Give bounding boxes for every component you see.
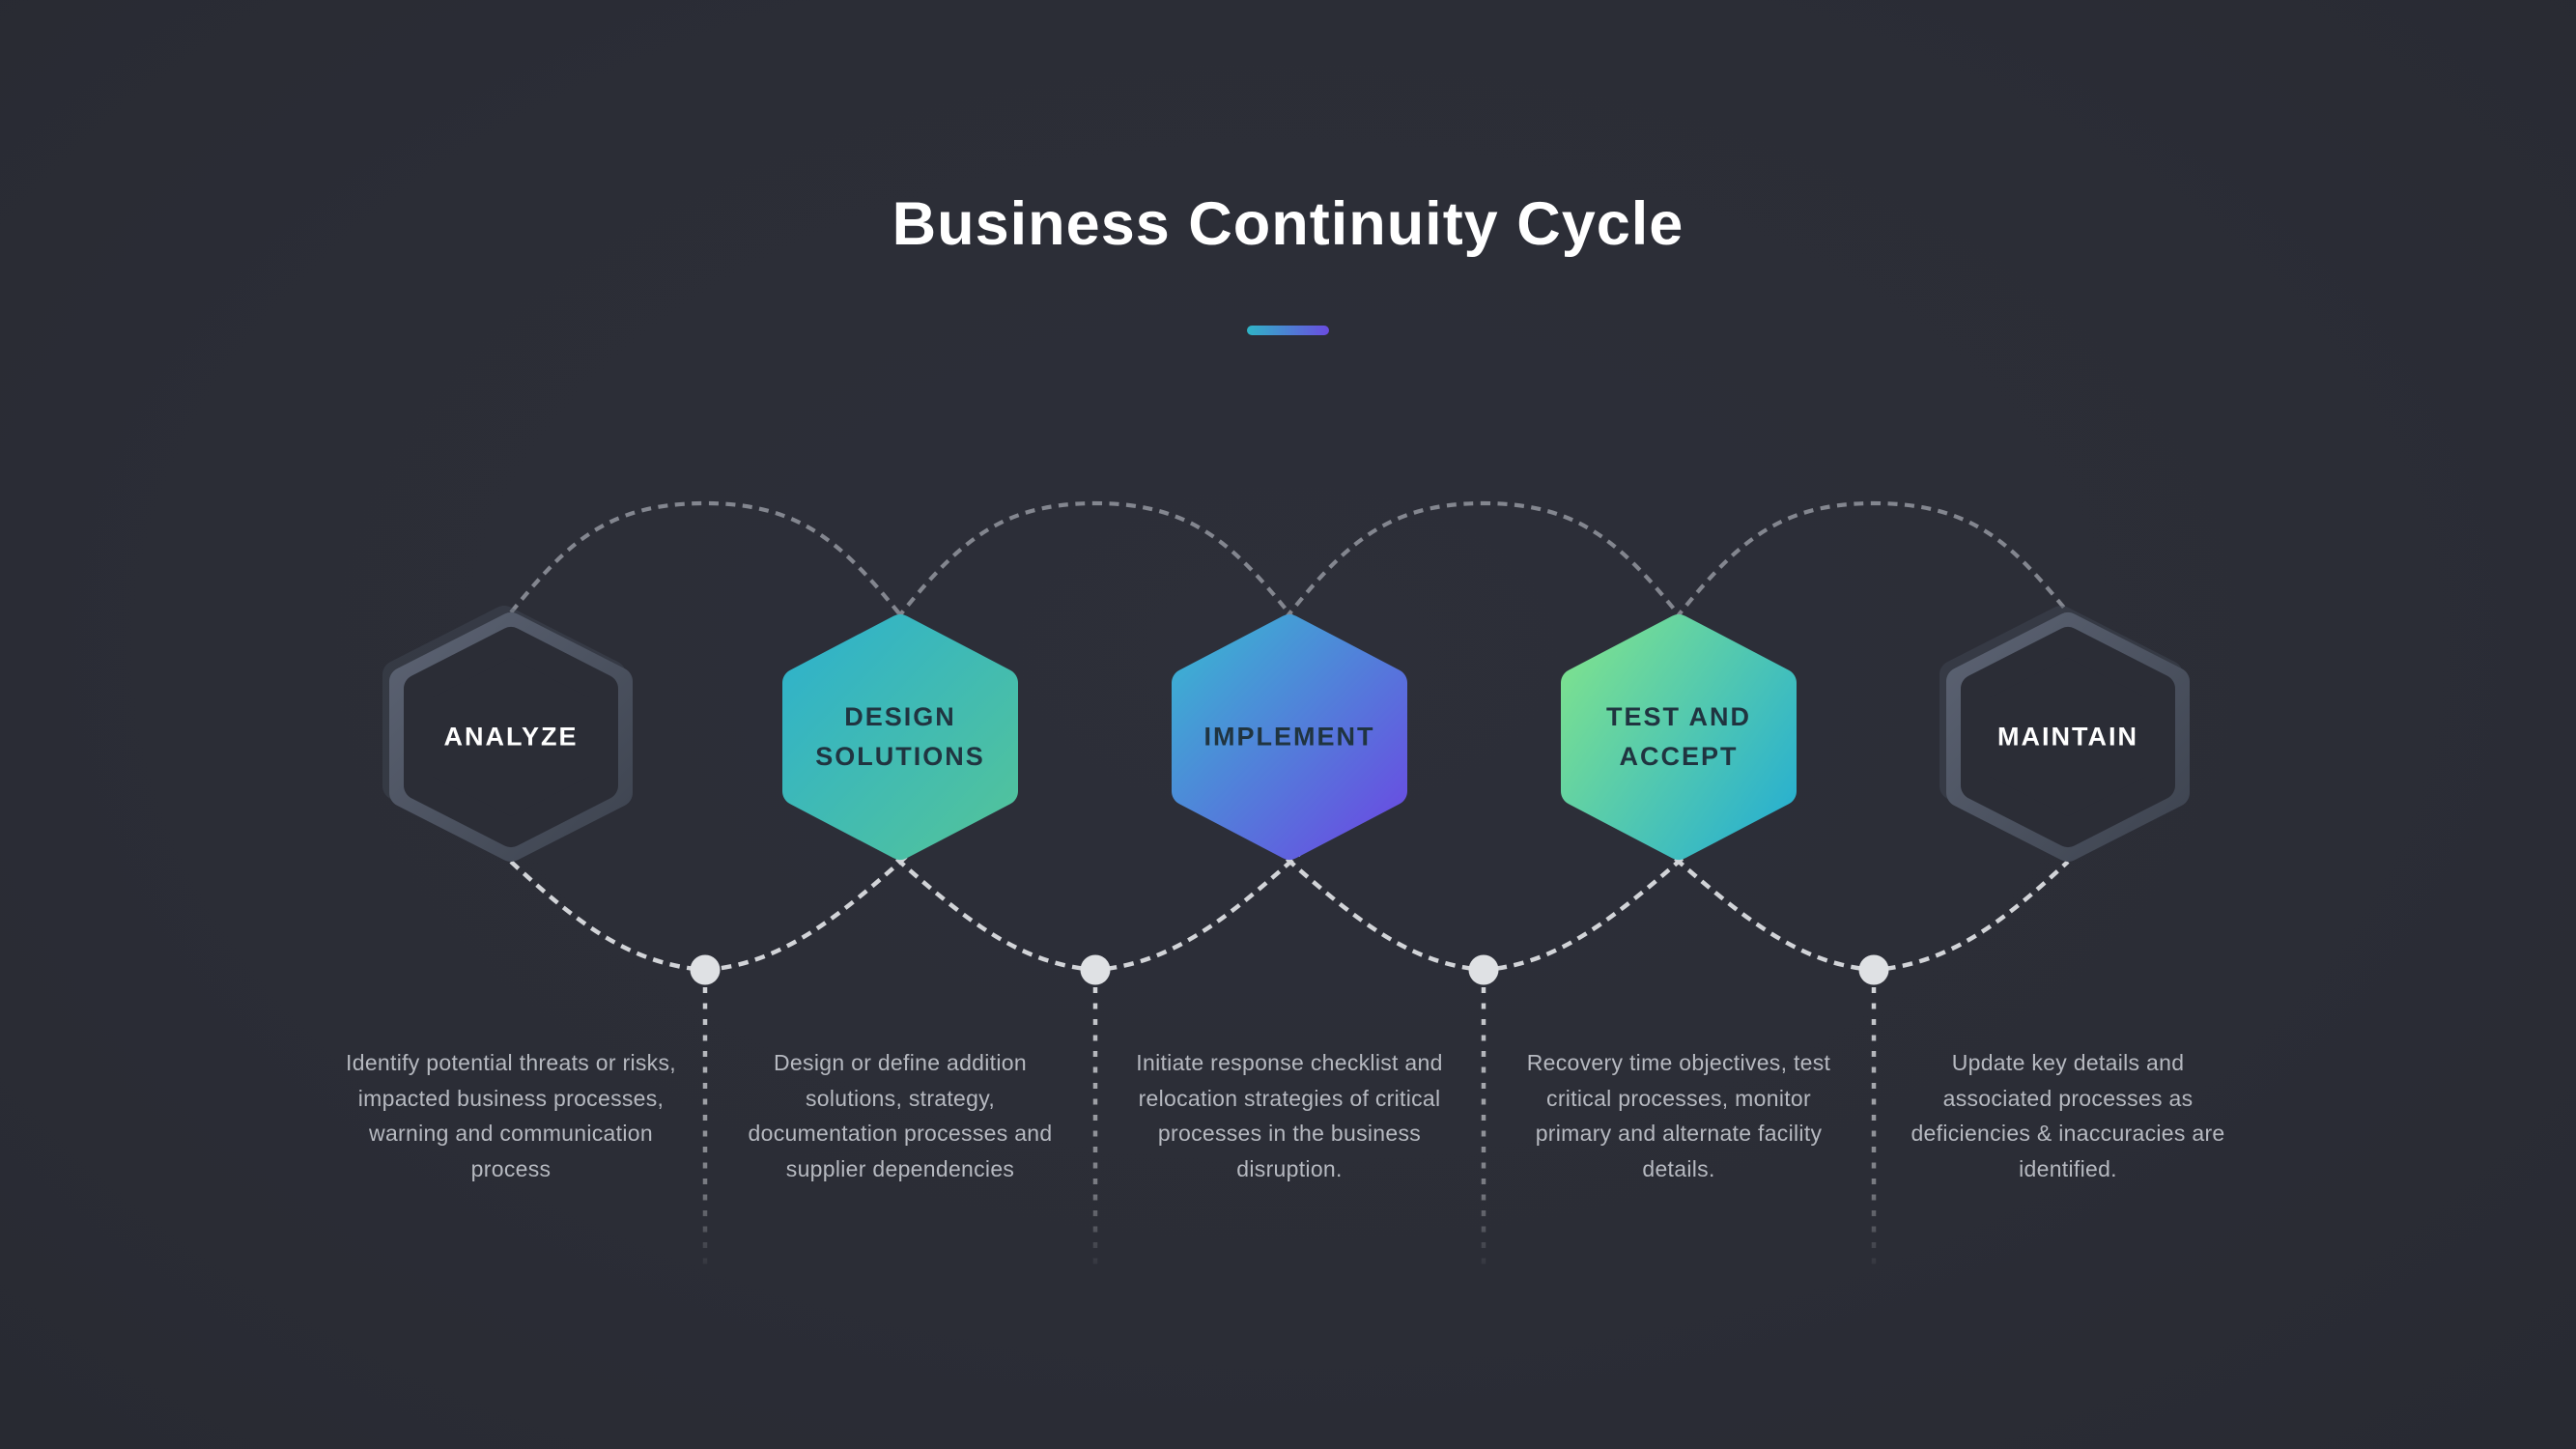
bottom-curve-3: [1272, 845, 1697, 973]
top-arc-2: [885, 500, 1306, 634]
junction-dot-4: [1858, 954, 1889, 985]
title-accent-bar: [1247, 326, 1329, 335]
junction-dot-3: [1468, 954, 1499, 985]
bottom-curve-2: [882, 845, 1309, 973]
top-arc-1: [509, 500, 916, 634]
top-connector-wave: [509, 500, 2070, 634]
page-title: Business Continuity Cycle: [892, 190, 1684, 258]
hexagon-label-implement: IMPLEMENT: [1203, 722, 1375, 752]
junction-dot-2: [1080, 954, 1111, 985]
step-description-maintain: Update key details and associated proces…: [1911, 1050, 2225, 1181]
step-description-implement: Initiate response checklist and relocati…: [1136, 1050, 1443, 1181]
bottom-connector-wave: [509, 845, 2070, 973]
junction-dots: [690, 954, 1889, 985]
hexagon-label-maintain: MAINTAIN: [1997, 722, 2138, 752]
step-description-test-and-accept: Recovery time objectives, test critical …: [1526, 1050, 1831, 1181]
junction-dot-1: [690, 954, 721, 985]
bottom-curve-4: [1660, 845, 2070, 973]
hexagon-label-analyze: ANALYZE: [443, 722, 579, 752]
step-description-analyze: Identify potential threats or risks, imp…: [346, 1050, 676, 1181]
hexagon-label-test-and-accept: TEST AND ACCEPT: [1606, 702, 1751, 771]
hexagon-label-design-solutions: DESIGN SOLUTIONS: [815, 702, 985, 771]
top-arc-3: [1273, 500, 1694, 634]
bottom-curve-1: [509, 845, 919, 973]
top-arc-4: [1663, 500, 2070, 634]
step-description-design-solutions: Design or define addition solutions, str…: [748, 1050, 1053, 1181]
